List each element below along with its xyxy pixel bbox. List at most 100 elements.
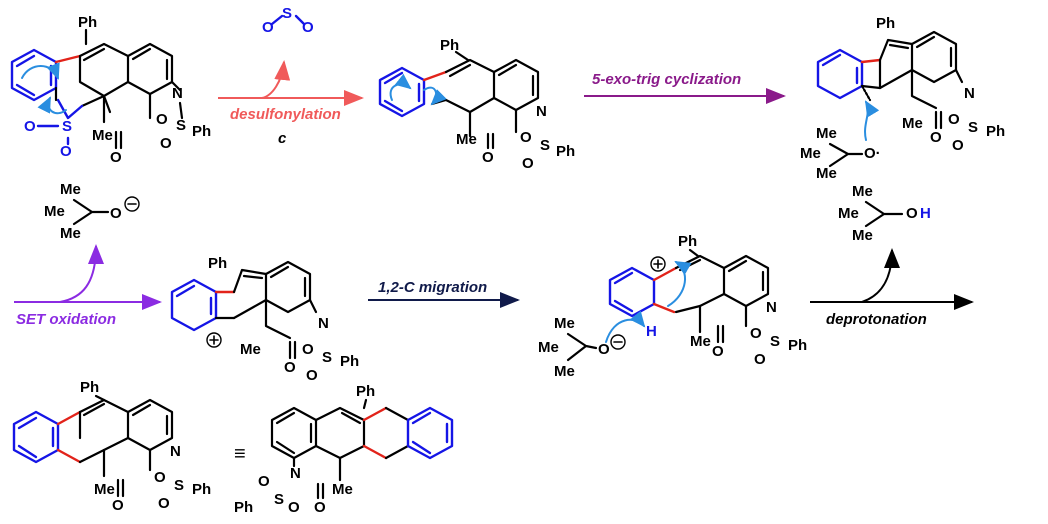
atom-me: Me	[816, 125, 837, 142]
atom-ph: Ph	[234, 499, 253, 516]
atom-me: Me	[852, 227, 873, 244]
atom-n: N	[318, 315, 329, 332]
atom-o: O	[110, 149, 122, 166]
atom-o: O	[112, 497, 124, 514]
step-desulfonylation: desulfonylation c O S O	[218, 5, 364, 147]
atom-s: S	[968, 119, 978, 136]
structure-spiro-cation: Ph N S O O Ph O Me	[170, 255, 359, 384]
atom-o: O	[24, 118, 36, 135]
step-migration: 1,2-C migration	[368, 279, 520, 308]
atom-me: Me	[94, 481, 115, 498]
atom-me: Me	[554, 315, 575, 332]
atom-s: S	[282, 5, 292, 22]
atom-n: N	[964, 85, 975, 102]
atom-o: O	[110, 205, 122, 222]
atom-s: S	[770, 333, 780, 350]
atom-ph: Ph	[208, 255, 227, 272]
tert-butoxide: Me Me Me O	[44, 181, 140, 242]
atom-n: N	[766, 299, 777, 316]
atom-o: O	[520, 129, 532, 146]
atom-o: O	[306, 367, 318, 384]
atom-o: O	[302, 19, 314, 36]
atom-ph: Ph	[80, 379, 99, 396]
atom-me: Me	[456, 131, 477, 148]
atom-n: N	[170, 443, 181, 460]
structure-product-left: Ph N S O O Ph O Me	[12, 379, 211, 514]
atom-s: S	[62, 118, 72, 135]
atom-ph: Ph	[556, 143, 575, 160]
atom-ph: Ph	[340, 353, 359, 370]
atom-me: Me	[240, 341, 261, 358]
atom-me: Me	[816, 165, 837, 182]
atom-o: O	[522, 155, 534, 172]
atom-h: H	[646, 323, 657, 340]
atom-me: Me	[838, 205, 859, 222]
label-desulfonylation: desulfonylation	[230, 106, 341, 123]
label-set-oxidation: SET oxidation	[16, 311, 116, 328]
atom-ph: Ph	[678, 233, 697, 250]
atom-o: O	[598, 341, 610, 358]
atom-o-radical: O·	[864, 145, 881, 162]
atom-ph: Ph	[78, 14, 97, 31]
atom-o: O	[750, 325, 762, 342]
atom-oh-h: H	[920, 205, 931, 222]
atom-me: Me	[60, 181, 81, 198]
atom-o: O	[314, 499, 326, 516]
atom-me: Me	[44, 203, 65, 220]
atom-me: Me	[538, 339, 559, 356]
atom-ph: Ph	[356, 383, 375, 400]
structure-product-right: Ph N S O O Ph O Me	[234, 383, 454, 516]
atom-me: Me	[554, 363, 575, 380]
atom-me: Me	[690, 333, 711, 350]
atom-oh-o: O	[906, 205, 918, 222]
atom-s: S	[274, 491, 284, 508]
atom-ph: Ph	[192, 123, 211, 140]
label-desulfonylation-cond: c	[278, 130, 287, 147]
atom-o: O	[948, 111, 960, 128]
atom-me: Me	[852, 183, 873, 200]
atom-o: O	[154, 469, 166, 486]
atom-ph: Ph	[876, 15, 895, 32]
step-deprotonation: deprotonation Me Me Me O H	[810, 183, 974, 328]
structure-spiro-radical: Ph N S O O Ph O Me Me Me Me O·	[800, 15, 1005, 182]
atom-o: O	[288, 499, 300, 516]
atom-o: O	[482, 149, 494, 166]
atom-s: S	[174, 477, 184, 494]
atom-me: Me	[800, 145, 821, 162]
atom-me: Me	[60, 225, 81, 242]
atom-o: O	[952, 137, 964, 154]
atom-me: Me	[92, 127, 113, 144]
atom-o: O	[712, 343, 724, 360]
atom-ph: Ph	[986, 123, 1005, 140]
label-deprotonation: deprotonation	[826, 311, 927, 328]
structure-ring-expanded-cation: Ph N S O O Ph O Me H Me Me Me O	[538, 233, 807, 380]
structure-diradical: Ph N S O O Ph O Me	[378, 37, 575, 172]
atom-n: N	[536, 103, 547, 120]
atom-n: N	[172, 85, 183, 102]
label-migration: 1,2-C migration	[378, 279, 487, 296]
step-exo-trig: 5-exo-trig cyclization	[584, 71, 786, 104]
atom-o: O	[156, 111, 168, 128]
atom-o: O	[930, 129, 942, 146]
atom-ph: Ph	[788, 337, 807, 354]
atom-o: O	[754, 351, 766, 368]
atom-ph: Ph	[192, 481, 211, 498]
atom-o: O	[262, 19, 274, 36]
atom-ph: Ph	[440, 37, 459, 54]
step-set-oxidation: SET oxidation	[14, 244, 162, 328]
atom-me: Me	[332, 481, 353, 498]
atom-o: O	[302, 341, 314, 358]
equivalence-symbol: ≡	[234, 443, 246, 465]
structure-sulfone: Ph N S O O Ph O Me S O O	[10, 14, 211, 166]
atom-o: O	[284, 359, 296, 376]
atom-s: S	[322, 349, 332, 366]
label-exo-trig: 5-exo-trig cyclization	[592, 71, 741, 88]
atom-n: N	[290, 465, 301, 482]
atom-o: O	[158, 495, 170, 512]
atom-me: Me	[902, 115, 923, 132]
atom-o: O	[258, 473, 270, 490]
atom-o: O	[60, 143, 72, 160]
atom-o: O	[160, 135, 172, 152]
atom-s: S	[176, 117, 186, 134]
